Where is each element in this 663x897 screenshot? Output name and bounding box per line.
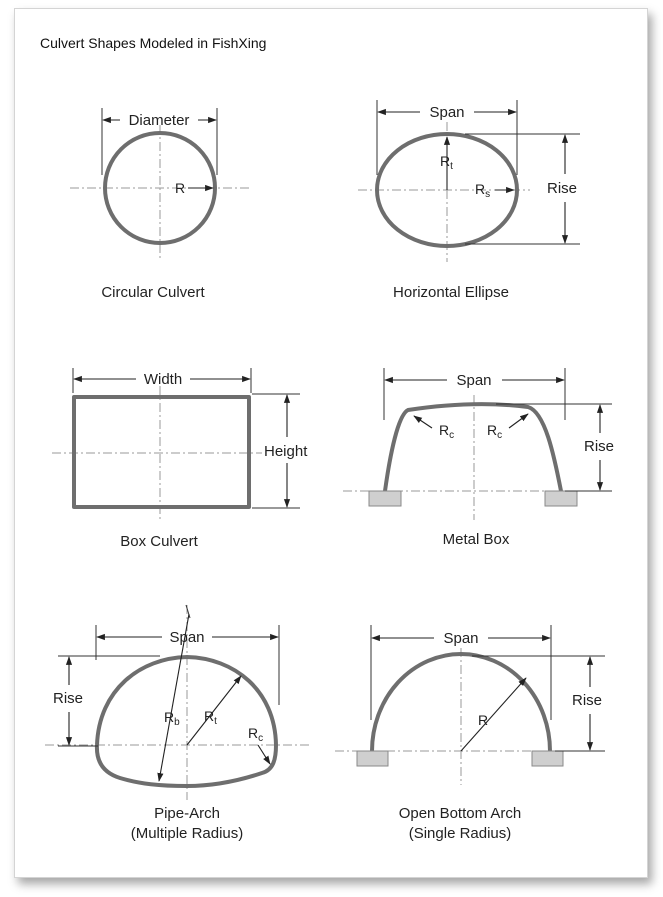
ellipse-shape: [375, 132, 519, 248]
box-caption: Box Culvert: [120, 533, 198, 550]
metal-box-shape: [383, 402, 563, 492]
rb-center-mark: [185, 604, 191, 619]
circular-shape: [103, 131, 217, 245]
metal-rise-label: Rise: [584, 438, 614, 455]
rb-label: Rb: [164, 709, 180, 728]
radius-label: R: [175, 180, 185, 196]
metal-box-footing-right: [544, 490, 578, 507]
open-arch-caption-1: Open Bottom Arch: [399, 805, 522, 822]
open-arch-caption-2: (Single Radius): [409, 825, 512, 842]
ellipse-caption: Horizontal Ellipse: [393, 284, 509, 301]
ellipse-span-label: Span: [429, 104, 464, 121]
horizontal-ellipse: Span Rise Rt Rs Horizontal Ellipse: [358, 100, 580, 301]
rs-label: Rs: [475, 181, 490, 200]
open-rise-label: Rise: [572, 692, 602, 709]
width-label: Width: [144, 371, 182, 388]
pipe-arch-caption-1: Pipe-Arch: [154, 805, 220, 822]
pipe-arch-caption-2: (Multiple Radius): [131, 825, 244, 842]
rb-arrow: [157, 613, 190, 782]
rc-right-arrow: [508, 413, 529, 429]
metal-box: Span Rise Rc Rc Metal Box: [343, 368, 614, 548]
open-bottom-arch: Span Rise R Open Bottom Arch (Single Rad…: [335, 625, 605, 842]
metal-box-footing-left: [368, 490, 402, 507]
pipe-rise-label: Rise: [53, 690, 83, 707]
diagram-title: Culvert Shapes Modeled in FishXing: [40, 35, 266, 51]
pipe-span-label: Span: [169, 629, 204, 646]
rc-left-label: Rc: [439, 422, 454, 441]
metal-span-label: Span: [456, 372, 491, 389]
rc-pipe-label: Rc: [248, 725, 263, 744]
open-arch-footing-right: [531, 750, 564, 767]
open-arch-shape: [370, 652, 552, 752]
rt-label: Rt: [440, 153, 453, 172]
metal-box-caption: Metal Box: [443, 531, 510, 548]
open-arch-radius-label: R: [478, 712, 488, 728]
height-label: Height: [264, 443, 308, 460]
pipe-arch-shape: [94, 655, 278, 788]
ellipse-rise-label: Rise: [547, 180, 577, 197]
pipe-arch: Span Rise Rb Rt Rc Pipe-Arch (Multiple R…: [45, 604, 310, 842]
rc-left-arrow: [413, 415, 433, 429]
rc-right-label: Rc: [487, 422, 502, 441]
diameter-label: Diameter: [129, 112, 190, 129]
rc-pipe-arrow: [257, 744, 271, 765]
box-shape: [72, 395, 251, 509]
circular-caption: Circular Culvert: [101, 284, 205, 301]
rt-pipe-label: Rt: [204, 708, 217, 727]
open-arch-footing-left: [356, 750, 389, 767]
circular-culvert: Diameter R Circular Culvert: [70, 108, 250, 301]
open-arch-radius-arrow: [460, 677, 527, 752]
box-culvert: Width Height Box Culvert: [52, 368, 308, 550]
rt-pipe-arrow: [186, 675, 242, 746]
open-span-label: Span: [443, 630, 478, 647]
